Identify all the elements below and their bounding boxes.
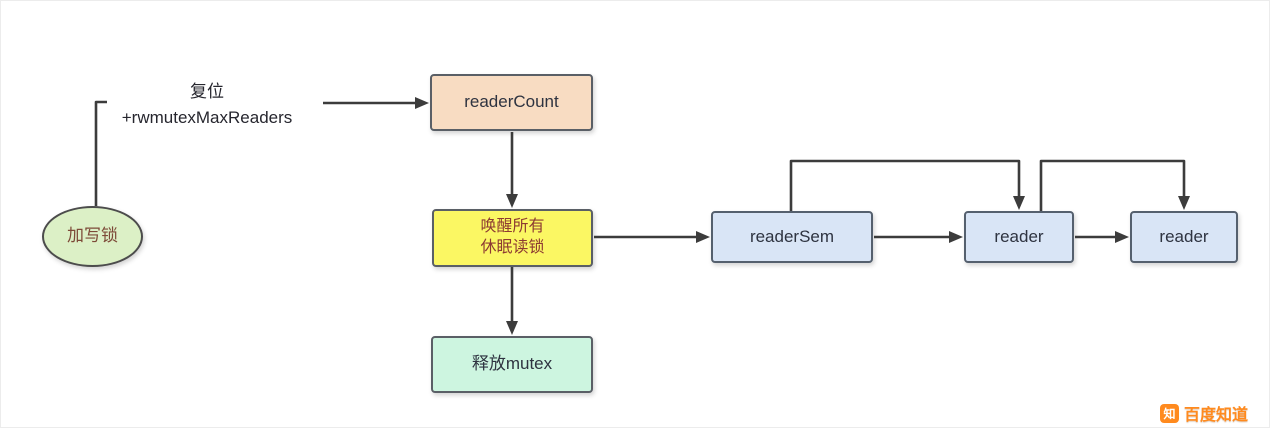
reset-annotation: 复位 +rwmutexMaxReaders (89, 79, 325, 131)
node-reader-1-label: reader (994, 226, 1044, 246)
node-reader-count-label: readerCount (464, 92, 559, 112)
node-write-lock: 加写锁 (42, 206, 143, 267)
node-reader-sem: readerSem (711, 211, 873, 263)
node-wake-readers-label-line1: 唤醒所有 (480, 218, 545, 236)
reset-annotation-line2: +rwmutexMaxReaders (121, 108, 293, 127)
node-reader-1: reader (964, 211, 1074, 263)
node-wake-readers-label-line2: 休眠读锁 (480, 239, 545, 256)
node-reader-2: reader (1130, 211, 1238, 263)
node-reader-count: readerCount (430, 74, 593, 131)
baidu-zhidao-logo-icon: 知 (1159, 403, 1179, 423)
node-release-mutex-label: 释放mutex (471, 354, 553, 374)
node-wake-readers: 唤醒所有 休眠读锁 (432, 209, 593, 267)
node-write-lock-label: 加写锁 (67, 226, 118, 246)
watermark: 知 百度知道 (1159, 401, 1248, 425)
arrow-readersem-over-to-reader1 (789, 159, 1025, 211)
line-writelock-to-reset (94, 100, 107, 206)
node-reader-2-label: reader (1159, 226, 1209, 246)
arrow-reader1-over-to-reader2 (1039, 159, 1190, 211)
node-release-mutex: 释放mutex (431, 336, 593, 393)
reset-annotation-line1: 复位 (190, 82, 224, 101)
watermark-text: 百度知道 (1183, 407, 1248, 424)
node-reader-sem-label: readerSem (749, 226, 835, 246)
